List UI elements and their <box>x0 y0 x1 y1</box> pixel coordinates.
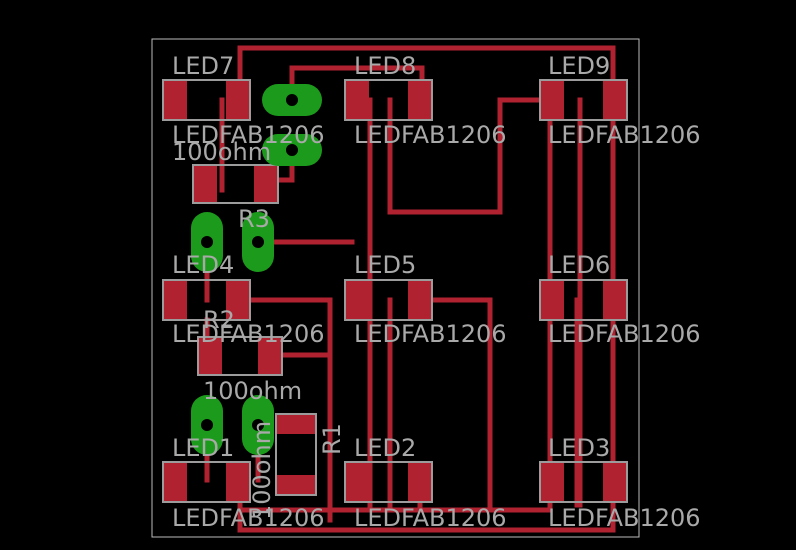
r3-name: R3 <box>238 205 270 233</box>
r2-footprint <box>197 336 283 376</box>
resistor-footprints <box>192 164 317 496</box>
led9-name: LED9 <box>548 52 610 80</box>
led4-value: LEDFAB1206 <box>172 320 325 348</box>
led6-name: LED6 <box>548 251 610 279</box>
r1-value: 100ohm <box>248 421 276 520</box>
led4-footprint <box>162 279 251 321</box>
led3-footprint <box>539 461 628 503</box>
led1-value: LEDFAB1206 <box>172 504 325 532</box>
led7-name: LED7 <box>172 52 234 80</box>
r3-value: 100ohm <box>172 138 271 166</box>
vias <box>191 84 322 455</box>
led6-footprint <box>539 279 628 321</box>
led2-name: LED2 <box>354 434 416 462</box>
r3-footprint <box>192 164 279 204</box>
resistor-labels: 100ohm R3 R2 100ohm R1 100ohm <box>172 138 346 520</box>
led5-name: LED5 <box>354 251 416 279</box>
r1-name: R1 <box>318 423 346 455</box>
r1-footprint <box>275 413 317 496</box>
led9-value: LEDFAB1206 <box>548 121 701 149</box>
led1-footprint <box>162 461 251 503</box>
led9-footprint <box>539 79 628 121</box>
led5-footprint <box>344 279 433 321</box>
r2-value: 100ohm <box>203 377 302 405</box>
led6-value: LEDFAB1206 <box>548 320 701 348</box>
led3-name: LED3 <box>548 434 610 462</box>
led1-name: LED1 <box>172 434 234 462</box>
led8-footprint <box>344 79 433 121</box>
led8-name: LED8 <box>354 52 416 80</box>
led2-value: LEDFAB1206 <box>354 504 507 532</box>
led-labels: LED7 LED8 LED9 LEDFAB1206 LEDFAB1206 LED… <box>172 52 701 532</box>
led-footprints <box>162 79 628 503</box>
led2-footprint <box>344 461 433 503</box>
board-outline <box>151 38 640 538</box>
led7-footprint <box>162 79 251 121</box>
r2-name: R2 <box>203 306 235 334</box>
led8-value: LEDFAB1206 <box>354 121 507 149</box>
led4-name: LED4 <box>172 251 234 279</box>
led7-value: LEDFAB1206 <box>172 121 325 149</box>
led3-value: LEDFAB1206 <box>548 504 701 532</box>
led5-value: LEDFAB1206 <box>354 320 507 348</box>
